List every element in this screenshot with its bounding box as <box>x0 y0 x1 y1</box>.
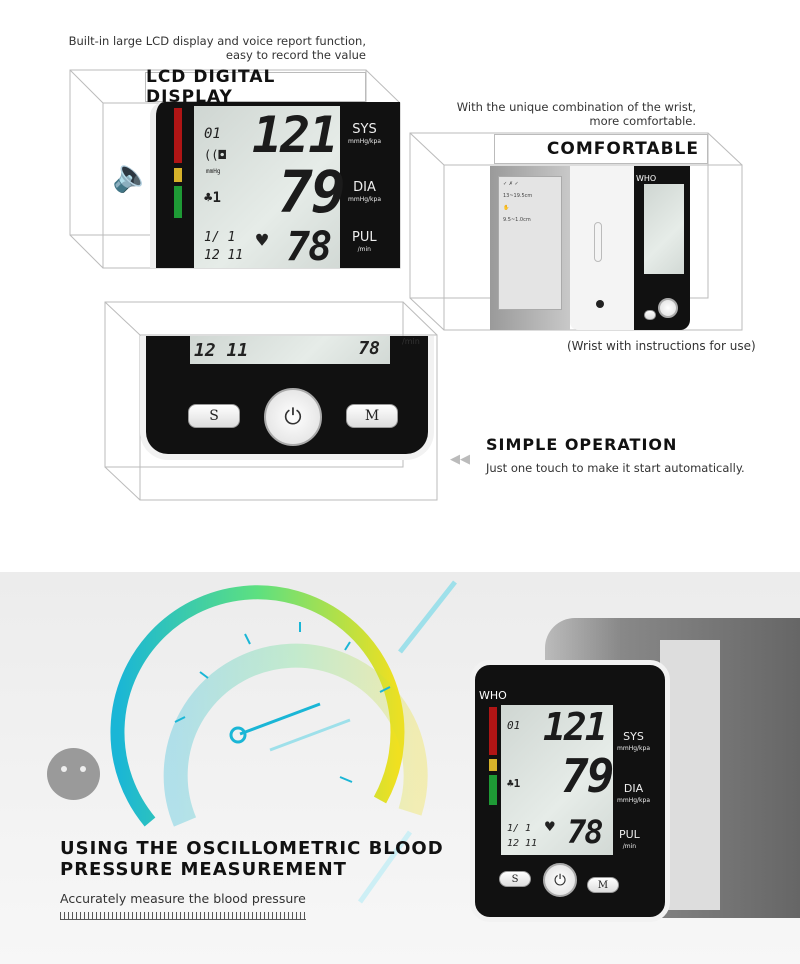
lcd-title: LCD DIGITAL DISPLAY <box>145 67 366 107</box>
power-button[interactable] <box>658 298 678 318</box>
dia-label: DIA mmHg/kpa <box>617 783 650 807</box>
caption-line: more comfortable. <box>589 114 696 128</box>
operation-subtitle: Just one touch to make it start automati… <box>486 461 745 475</box>
gauge-arc <box>110 585 405 827</box>
operation-title: SIMPLE OPERATION <box>486 435 678 454</box>
caption-line: Built-in large LCD display and voice rep… <box>68 34 366 48</box>
robot-icon <box>47 748 100 800</box>
unit: /min <box>622 843 637 850</box>
gauge-needle <box>239 702 321 736</box>
cuff: ✓ ✗ ✓13~19.5cm✋9.5~1.0cm <box>490 166 570 330</box>
device-bottom: 12 11 78 S ⏻ M <box>140 336 434 460</box>
date: 1/ 1 <box>204 230 236 245</box>
bar-red <box>489 707 497 755</box>
ruler-decoration <box>60 912 306 920</box>
side-port <box>596 300 604 308</box>
pul-label: PUL/min <box>352 230 377 256</box>
systolic-value: 121 <box>543 705 608 749</box>
gauge-needle-shadow <box>269 718 351 752</box>
gauge-graphic <box>110 580 457 904</box>
brand-label: WHO <box>636 174 657 183</box>
sys-text: SYS <box>623 730 644 743</box>
bar-green <box>489 775 497 805</box>
streak <box>357 830 413 904</box>
unit: mmHg/kpa <box>617 797 650 804</box>
power-button[interactable]: ⏻ <box>543 863 577 897</box>
lcd-screen: 01 ♣1 1/ 1 12 11 ♥ 121 79 78 <box>501 705 614 855</box>
m-button[interactable]: M <box>346 404 398 428</box>
m-button[interactable]: M <box>587 877 619 893</box>
lcd-screen: 12 11 78 <box>190 336 390 364</box>
unit: mmHg/kpa <box>348 138 381 145</box>
pul-label: PUL/min <box>619 829 640 853</box>
side-switch <box>594 222 602 262</box>
chevron-left-icon: ◀◀ <box>450 452 470 467</box>
streak <box>398 580 457 654</box>
pulse-value: 78 <box>567 813 604 851</box>
pul-text: PUL <box>619 828 640 841</box>
gauge-arc-shadow <box>163 643 428 827</box>
unit: mmHg/kpa <box>617 745 650 752</box>
bar-yellow <box>174 168 182 182</box>
title-line: PRESSURE MEASUREMENT <box>60 859 347 880</box>
lcd-caption: Built-in large LCD display and voice rep… <box>60 34 366 62</box>
user-number: 1 <box>513 777 521 790</box>
user-indicator: ♣1 <box>507 777 521 790</box>
cuff-instructions: ✓ ✗ ✓13~19.5cm✋9.5~1.0cm <box>498 176 562 310</box>
time: 12 11 <box>194 340 249 361</box>
systolic-value: 121 <box>252 106 338 164</box>
dia-text: DIA <box>623 782 644 795</box>
sys-text: SYS <box>352 122 377 137</box>
unit-label: /min <box>402 337 420 346</box>
s-button[interactable] <box>644 310 656 320</box>
device-side <box>660 640 720 910</box>
device-front: WHO <box>634 166 690 330</box>
heart-icon: ♥ <box>256 228 269 252</box>
bar-green <box>174 186 182 218</box>
needle-hub <box>229 726 247 744</box>
diastolic-value: 79 <box>278 158 346 226</box>
lcd-screen <box>644 184 684 274</box>
date: 1/ 1 <box>507 823 532 834</box>
voice-icon: ((◘ <box>204 148 226 162</box>
title-line: USING THE OSCILLOMETRIC BLOOD <box>60 838 444 859</box>
unit: /min <box>357 246 371 253</box>
pulse-value: 78 <box>286 224 332 268</box>
dia-text: DIA <box>353 180 376 195</box>
lcd-screen: 01 ((◘ mmHg ♣1 1/ 1 12 11 ♥ 121 79 78 <box>194 106 346 268</box>
bar-yellow <box>489 759 497 771</box>
pul-text: PUL <box>352 230 377 245</box>
device-main: WHO 01 ♣1 1/ 1 12 11 ♥ 121 79 78 SYS mmHg… <box>470 660 670 922</box>
diastolic-value: 79 <box>561 749 614 803</box>
heart-icon: ♥ <box>545 817 555 836</box>
power-button[interactable]: ⏻ <box>264 388 322 446</box>
speaker-mute-icon: 🔈 <box>112 156 152 194</box>
caption-line: easy to record the value <box>225 48 366 62</box>
s-button[interactable]: S <box>188 404 240 428</box>
bar-red <box>174 108 182 163</box>
lcd-device: 01 ((◘ mmHg ♣1 1/ 1 12 11 ♥ 121 79 78 SY… <box>150 102 400 268</box>
comfort-note: (Wrist with instructions for use) <box>567 339 756 353</box>
time: 12 11 <box>204 248 244 263</box>
sys-label: SYS mmHg/kpa <box>617 731 650 755</box>
pulse-value: 78 <box>358 338 380 359</box>
memory-number: 01 <box>507 719 521 732</box>
measure-subtitle: Accurately measure the blood pressure <box>60 891 306 906</box>
comfort-title: COMFORTABLE <box>494 134 708 164</box>
s-button[interactable]: S <box>499 871 531 887</box>
comfort-caption: With the unique combination of the wrist… <box>440 100 696 128</box>
caption-line: With the unique combination of the wrist… <box>456 100 696 114</box>
unit: mmHg/kpa <box>348 196 381 203</box>
user-indicator: ♣1 <box>204 190 221 206</box>
brand-label: WHO <box>479 689 507 702</box>
user-number: 1 <box>212 190 221 206</box>
memory-number: 01 <box>204 126 221 142</box>
time: 12 11 <box>507 838 538 849</box>
device-side <box>570 166 634 330</box>
unit-label: mmHg <box>206 168 221 175</box>
